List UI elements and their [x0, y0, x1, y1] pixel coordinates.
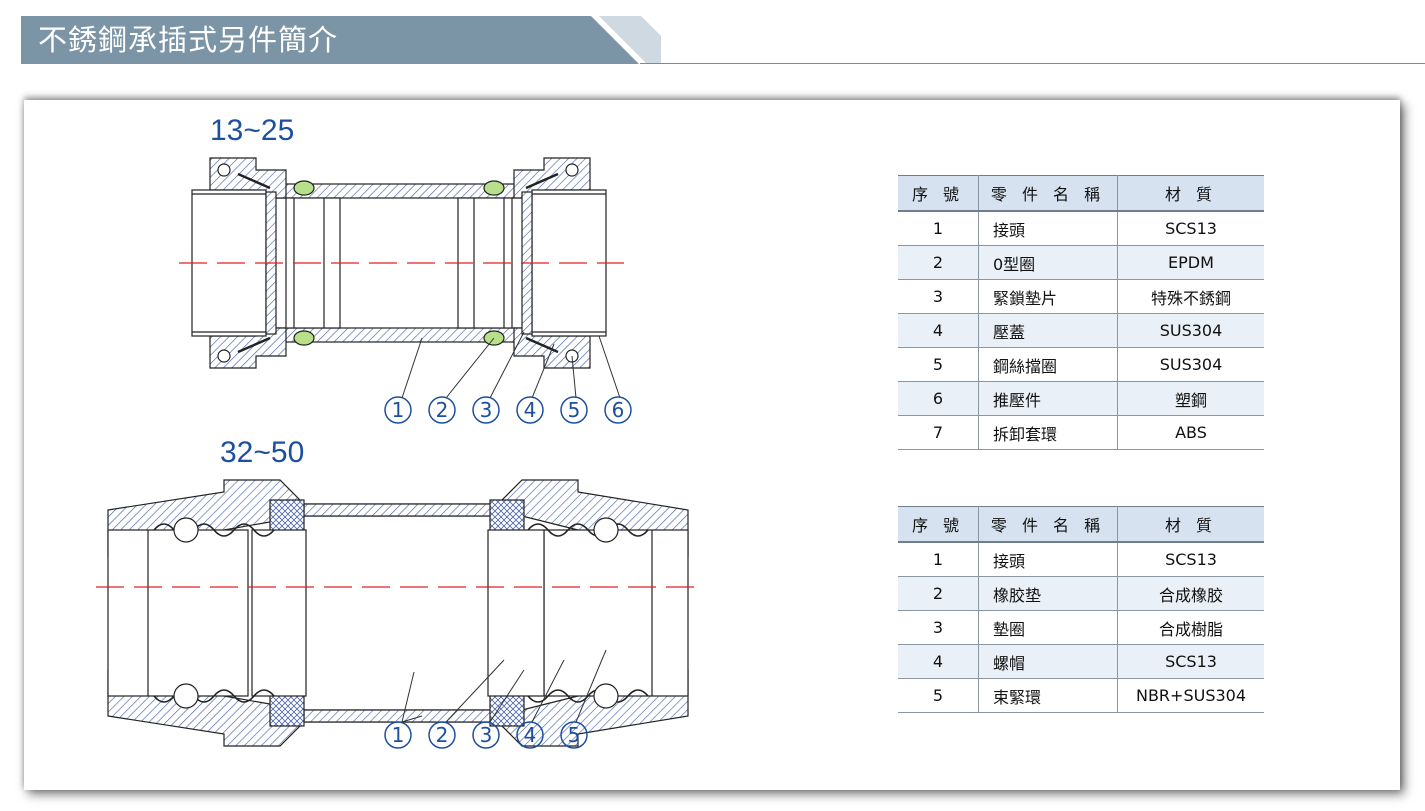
cell-material: SUS304: [1117, 347, 1264, 382]
cell-name: 接頭: [978, 542, 1118, 577]
cell-material: EPDM: [1117, 245, 1264, 280]
cell-name: 拆卸套環: [978, 415, 1118, 450]
cell-material: SCS13: [1117, 644, 1264, 679]
top-callout-3: 3: [480, 398, 493, 422]
cell-no: 4: [898, 644, 979, 679]
coupling-diagrams: 1 2 3 4 5 6: [96, 157, 700, 749]
top-leader-lines: [401, 331, 621, 399]
top-callout-2: 2: [436, 398, 449, 422]
cell-no: 3: [898, 279, 979, 314]
col-header-no: 序 號: [898, 175, 979, 212]
cell-no: 3: [898, 610, 979, 645]
top-callout-1: 1: [392, 398, 405, 422]
cell-material: SCS13: [1117, 542, 1264, 577]
cell-name: 0型圈: [978, 245, 1118, 280]
cell-material: 合成橡胶: [1117, 576, 1264, 611]
cell-material: 塑鋼: [1117, 381, 1264, 416]
cell-material: SUS304: [1117, 313, 1264, 348]
bottom-callouts: 1 2 3 4 5: [384, 721, 588, 749]
cell-name: 橡胶垫: [978, 576, 1118, 611]
top-size-label: 13~25: [210, 114, 295, 147]
cell-no: 4: [898, 313, 979, 348]
table-header-row: 序 號 零 件 名 稱 材 質: [898, 506, 1264, 543]
col-header-name: 零 件 名 稱: [978, 506, 1118, 543]
col-header-no: 序 號: [898, 506, 979, 543]
cell-material: SCS13: [1117, 211, 1264, 246]
bottom-callout-1: 1: [392, 723, 405, 747]
cell-no: 2: [898, 576, 979, 611]
content-panel: 1 2 3 4 5 6: [24, 100, 1400, 790]
bottom-callout-5: 5: [568, 723, 581, 747]
cell-no: 1: [898, 211, 979, 246]
bottom-callout-3: 3: [480, 723, 493, 747]
cell-material: 合成樹脂: [1117, 610, 1264, 645]
cell-no: 6: [898, 381, 979, 416]
top-callout-4: 4: [524, 398, 537, 422]
cell-name: 緊鎖墊片: [978, 279, 1118, 314]
col-header-material: 材 質: [1117, 506, 1264, 543]
col-header-name: 零 件 名 稱: [978, 175, 1118, 212]
bottom-leader-lines: [401, 649, 607, 723]
cell-material: NBR+SUS304: [1117, 678, 1264, 713]
bottom-size-label: 32~50: [220, 436, 305, 469]
cell-name: 束緊環: [978, 678, 1118, 713]
cell-name: 壓蓋: [978, 313, 1118, 348]
cell-name: 螺帽: [978, 644, 1118, 679]
cell-name: 推壓件: [978, 381, 1118, 416]
page-title: 不銹鋼承插式另件簡介: [38, 23, 339, 57]
cell-no: 7: [898, 415, 979, 450]
cell-no: 2: [898, 245, 979, 280]
bottom-callout-2: 2: [436, 723, 449, 747]
cell-name: 接頭: [978, 211, 1118, 246]
table-header-row: 序 號 零 件 名 稱 材 質: [898, 175, 1264, 212]
top-callout-5: 5: [568, 398, 581, 422]
cell-name: 墊圈: [978, 610, 1118, 645]
cell-material: ABS: [1117, 415, 1264, 450]
col-header-material: 材 質: [1117, 175, 1264, 212]
top-callouts: 1 2 3 4 5 6: [384, 396, 632, 424]
header-band: [21, 16, 661, 64]
cell-no: 1: [898, 542, 979, 577]
bottom-callout-4: 4: [524, 723, 537, 747]
header-rule: [640, 63, 1425, 64]
cell-no: 5: [898, 347, 979, 382]
bottom-coupling-drawing: [107, 479, 689, 747]
top-callout-6: 6: [612, 398, 625, 422]
cell-name: 鋼絲擋圈: [978, 347, 1118, 382]
cell-no: 5: [898, 678, 979, 713]
cell-material: 特殊不銹鋼: [1117, 279, 1264, 314]
